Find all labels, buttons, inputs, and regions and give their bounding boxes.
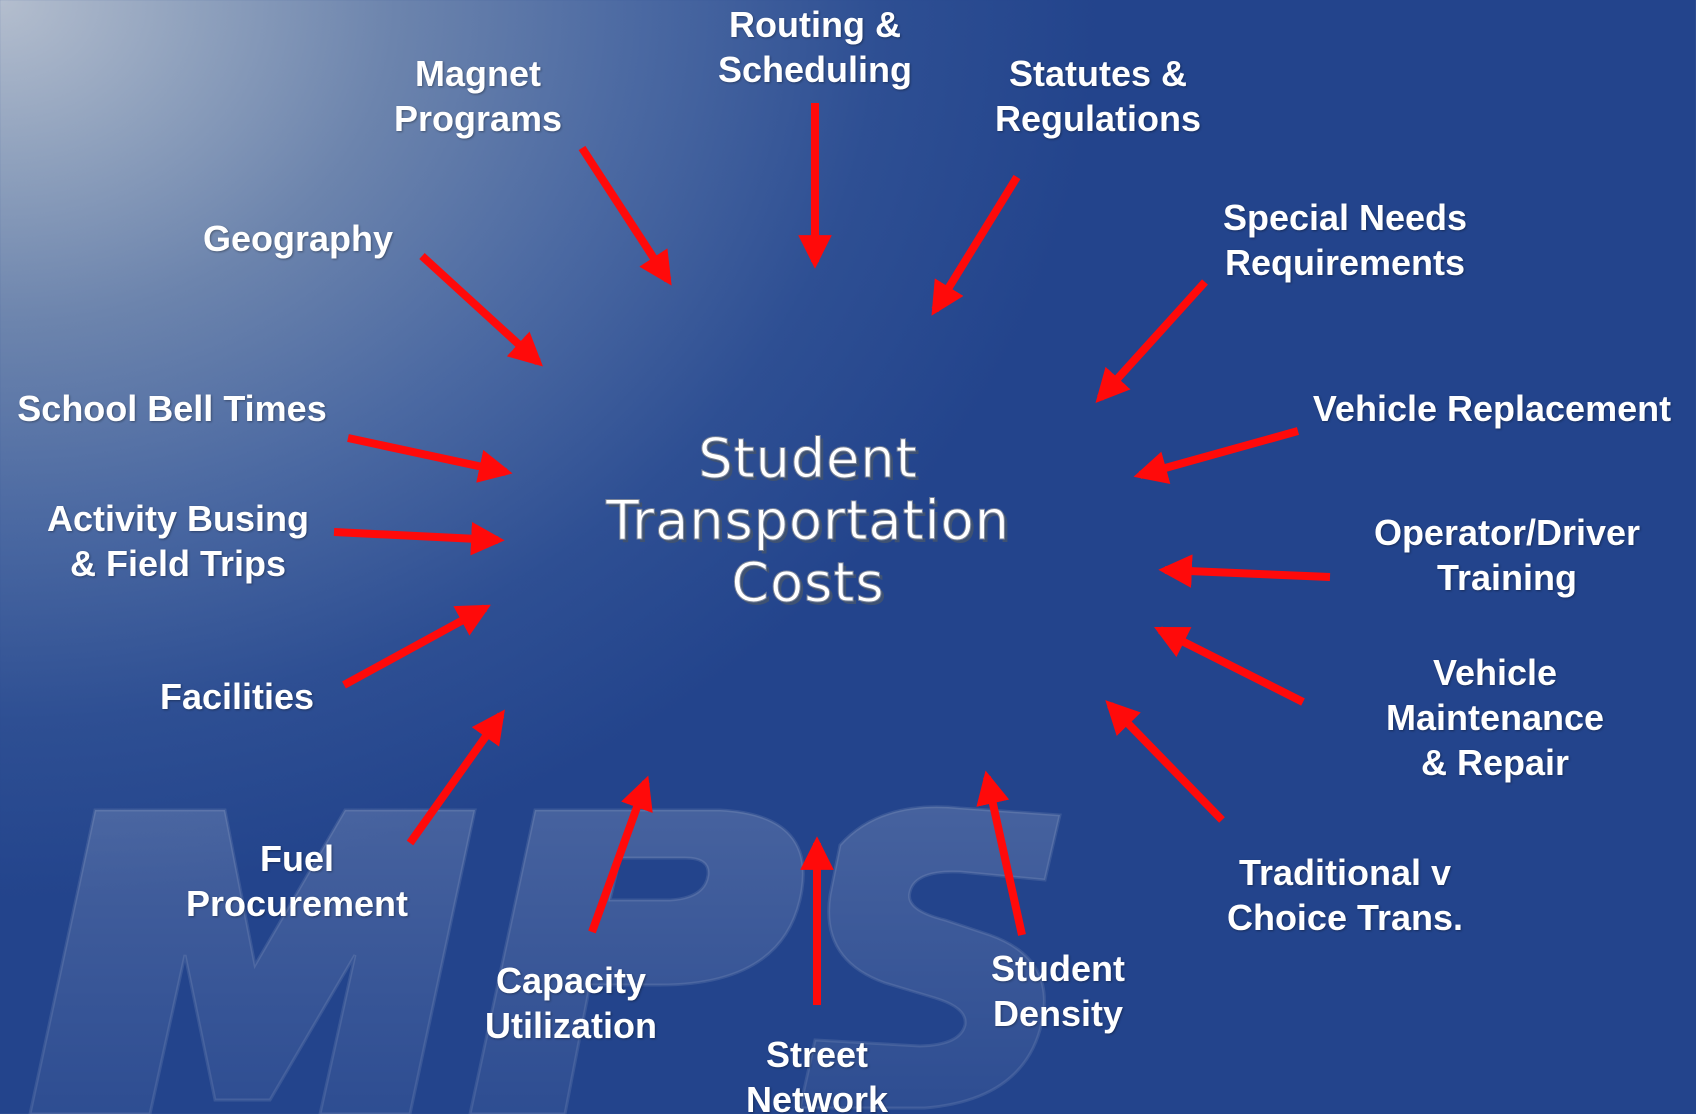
arrow-fuel — [406, 709, 505, 846]
label-street-network: Street Network — [745, 1034, 889, 1114]
arrow-statutes — [931, 174, 1021, 316]
label-capacity-utilization: Capacity Utilization — [485, 960, 657, 1046]
label-fuel-procurement: Fuel Procurement — [185, 838, 409, 924]
arrow-geography — [419, 253, 543, 367]
label-facilities: Facilities — [159, 676, 315, 717]
arrow-special-needs — [1095, 279, 1208, 403]
arrow-traditional-choice — [1105, 700, 1225, 823]
label-routing-scheduling: Routing & Scheduling — [717, 4, 912, 90]
label-vehicle-replacement: Vehicle Replacement — [1312, 388, 1672, 429]
arrow-facilities — [342, 604, 491, 689]
arrow-magnet — [578, 145, 672, 286]
label-traditional-choice: Traditional v Choice Trans. — [1226, 852, 1464, 938]
arrow-vehicle-replacement — [1133, 427, 1300, 484]
label-driver-training: Operator/Driver Training — [1373, 512, 1641, 598]
label-statutes-regulations: Statutes & Regulations — [994, 53, 1201, 139]
arrow-bell-times — [347, 434, 513, 483]
label-magnet-programs: Magnet Programs — [393, 53, 563, 139]
arrow-capacity — [588, 775, 653, 934]
label-activity-busing: Activity Busing & Field Trips — [46, 498, 310, 584]
arrow-activity-busing — [333, 521, 505, 556]
label-geography: Geography — [202, 218, 394, 259]
arrow-vehicle-maintenance — [1153, 626, 1305, 706]
arrow-driver-training — [1158, 554, 1331, 588]
label-vehicle-maintenance: Vehicle Maintenance & Repair — [1385, 652, 1605, 783]
center-title: Student Transportation Costs — [606, 427, 1010, 614]
arrow-student-density — [976, 770, 1026, 936]
label-student-density: Student Density — [991, 948, 1125, 1034]
label-special-needs: Special Needs Requirements — [1222, 197, 1468, 283]
label-school-bell-times: School Bell Times — [17, 388, 327, 429]
